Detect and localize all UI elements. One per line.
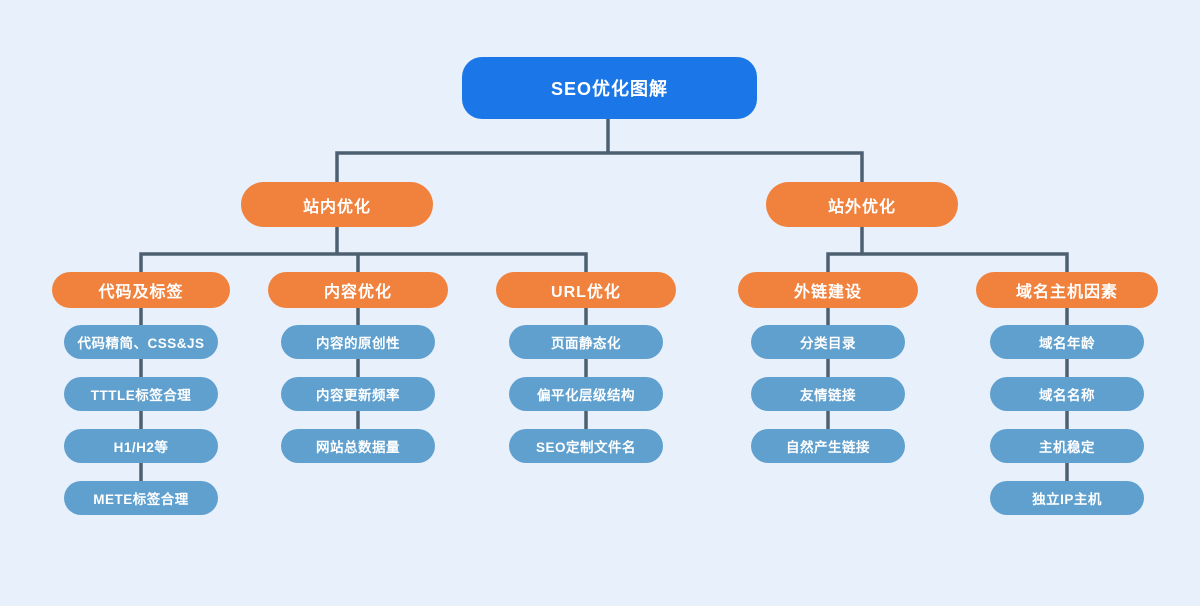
group-node-url-optimization: URL优化 <box>496 272 676 308</box>
leaf-node-content-originality: 内容的原创性 <box>281 325 435 359</box>
group-node-code-and-tags: 代码及标签 <box>52 272 230 308</box>
leaf-node-flat-hierarchy: 偏平化层级结构 <box>509 377 663 411</box>
group-node-backlink-building: 外链建设 <box>738 272 918 308</box>
leaf-node-code-minify-cssjs: 代码精简、CSS&JS <box>64 325 218 359</box>
branch-node-offsite-optimization: 站外优化 <box>766 182 958 227</box>
leaf-node-site-total-data: 网站总数据量 <box>281 429 435 463</box>
leaf-node-content-update-frequency: 内容更新频率 <box>281 377 435 411</box>
group-node-content-optimization: 内容优化 <box>268 272 448 308</box>
branch-node-onsite-optimization: 站内优化 <box>241 182 433 227</box>
leaf-node-title-tag: TTTLE标签合理 <box>64 377 218 411</box>
leaf-node-h1-h2: H1/H2等 <box>64 429 218 463</box>
leaf-node-dedicated-ip-host: 独立IP主机 <box>990 481 1144 515</box>
leaf-node-meta-tag: METE标签合理 <box>64 481 218 515</box>
leaf-node-static-pages: 页面静态化 <box>509 325 663 359</box>
leaf-node-domain-name: 域名名称 <box>990 377 1144 411</box>
leaf-node-category-directory: 分类目录 <box>751 325 905 359</box>
group-node-domain-host-factors: 域名主机因素 <box>976 272 1158 308</box>
leaf-node-domain-age: 域名年龄 <box>990 325 1144 359</box>
root-node-seo-diagram: SEO优化图解 <box>462 57 757 119</box>
leaf-node-friendly-links: 友情链接 <box>751 377 905 411</box>
leaf-node-host-stability: 主机稳定 <box>990 429 1144 463</box>
leaf-node-natural-links: 自然产生链接 <box>751 429 905 463</box>
leaf-node-seo-custom-filename: SEO定制文件名 <box>509 429 663 463</box>
